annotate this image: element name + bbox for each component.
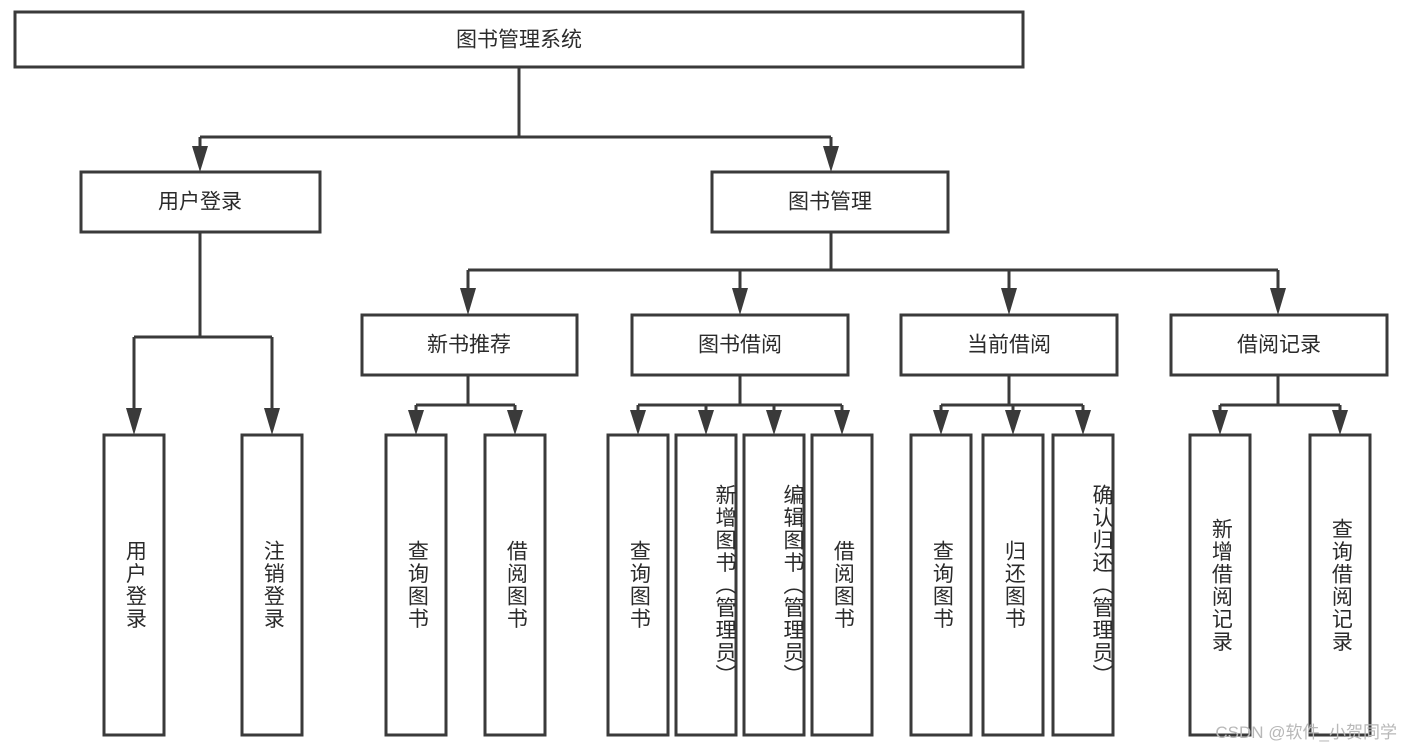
node-box-new-book-recommend[interactable] xyxy=(360,313,579,377)
connector-group-newbook xyxy=(408,375,523,435)
leaf-box-query-borrow-record[interactable] xyxy=(1308,433,1372,737)
arrow-current-leaf-3 xyxy=(1075,410,1091,435)
node-user-login[interactable]: 用户登录 xyxy=(79,170,322,234)
leaf-box-add-book-admin[interactable] xyxy=(674,433,738,737)
node-box-user-login[interactable] xyxy=(79,170,322,234)
connector-group-current xyxy=(933,375,1091,435)
arrow-userlogin-leaf-1 xyxy=(126,408,142,435)
arrow-borrow-leaf-1 xyxy=(630,410,646,435)
node-box-book-manage[interactable] xyxy=(710,170,950,234)
node-label-root: 图书管理系统 xyxy=(456,29,582,52)
node-box-current-borrow[interactable] xyxy=(899,313,1119,377)
arrow-bookmanage-to-record xyxy=(1270,288,1286,315)
leaf-box-query-book-rec[interactable] xyxy=(384,433,448,737)
leaf-box-borrow-book-rec[interactable] xyxy=(483,433,547,737)
node-label-current-borrow: 当前借阅 xyxy=(967,334,1051,357)
leaf-box-confirm-return-admin[interactable] xyxy=(1051,433,1115,737)
node-root[interactable]: 图书管理系统 xyxy=(13,10,1025,69)
node-box-root[interactable] xyxy=(13,10,1025,69)
connector-group-book-manage xyxy=(460,232,1286,315)
arrow-bookmanage-to-current xyxy=(1001,288,1017,315)
node-label-book-borrow: 图书借阅 xyxy=(698,334,782,357)
node-book-borrow[interactable]: 图书借阅 xyxy=(630,313,850,377)
watermark-text: CSDN @软件_小贺同学 xyxy=(1215,723,1397,742)
node-box-borrow-record[interactable] xyxy=(1169,313,1389,377)
connector-group-root xyxy=(192,67,839,172)
leaf-box-return-book[interactable] xyxy=(981,433,1045,737)
arrow-borrow-leaf-4 xyxy=(834,410,850,435)
arrow-bookmanage-to-newbook xyxy=(460,288,476,315)
leaf-box-edit-book-admin[interactable] xyxy=(742,433,806,737)
arrow-record-leaf-1 xyxy=(1212,410,1228,435)
arrow-record-leaf-2 xyxy=(1332,410,1348,435)
connector-group-borrow xyxy=(630,375,850,435)
arrow-borrow-leaf-3 xyxy=(766,410,782,435)
node-label-borrow-record: 借阅记录 xyxy=(1237,334,1321,357)
arrow-borrow-leaf-2 xyxy=(698,410,714,435)
node-label-book-manage: 图书管理 xyxy=(788,191,872,214)
connector-group-record xyxy=(1212,375,1348,435)
node-new-book-recommend[interactable]: 新书推荐 xyxy=(360,313,579,377)
leaf-box-user-login[interactable] xyxy=(102,433,166,737)
node-box-book-borrow[interactable] xyxy=(630,313,850,377)
arrow-newbook-leaf-1 xyxy=(408,410,424,435)
node-book-manage[interactable]: 图书管理 xyxy=(710,170,950,234)
leaf-box-user-logout[interactable] xyxy=(240,433,304,737)
arrow-root-to-user-login xyxy=(192,146,208,172)
arrow-userlogin-leaf-2 xyxy=(264,408,280,435)
arrow-newbook-leaf-2 xyxy=(507,410,523,435)
leaf-boxes xyxy=(102,433,1372,737)
leaf-box-add-borrow-record[interactable] xyxy=(1188,433,1252,737)
arrow-bookmanage-to-borrow xyxy=(732,288,748,315)
connector-group-user-login xyxy=(126,232,280,435)
arrow-current-leaf-1 xyxy=(933,410,949,435)
arrow-root-to-book-manage xyxy=(823,146,839,172)
leaf-box-borrow-book[interactable] xyxy=(810,433,874,737)
leaf-box-query-book-borrow[interactable] xyxy=(606,433,670,737)
node-borrow-record[interactable]: 借阅记录 xyxy=(1169,313,1389,377)
node-label-new-book-recommend: 新书推荐 xyxy=(427,334,511,357)
arrow-current-leaf-2 xyxy=(1005,410,1021,435)
node-label-user-login: 用户登录 xyxy=(158,191,242,214)
node-current-borrow[interactable]: 当前借阅 xyxy=(899,313,1119,377)
leaf-box-query-book-current[interactable] xyxy=(909,433,973,737)
